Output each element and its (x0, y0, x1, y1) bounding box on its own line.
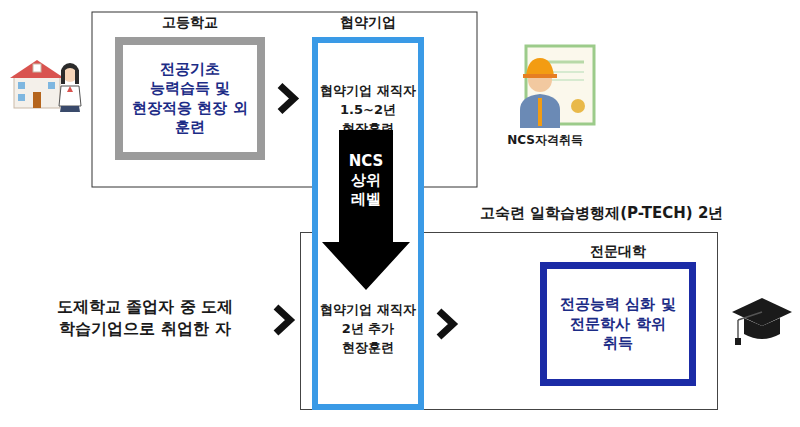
box-text: 전공능력 심화 및 전문학사 학위 취득 (547, 295, 689, 354)
company-box: 협약기업협약기업 재직자 1.5~2년 현장훈련협약기업 재직자 2년 추가 현… (312, 37, 424, 410)
entry-chevron (276, 307, 290, 333)
chevron-connector (439, 311, 453, 337)
box-text: 전공기초 능력습득 및 현장적응 현장 외 훈련 (123, 60, 257, 138)
school-box: 고등학교전공기초 능력습득 및 현장적응 현장 외 훈련 (115, 37, 265, 160)
worker-certificate-icon (520, 46, 594, 128)
box-text: 협약기업 재직자 2년 추가 현장훈련 (318, 301, 418, 358)
chevron-connector (280, 86, 294, 112)
box-heading: 협약기업 (288, 14, 448, 32)
college-box: 전문대학전공능력 심화 및 전문학사 학위 취득 (540, 262, 696, 386)
box-heading: 고숙련 일학습병행제(P-TECH) 2년 (480, 204, 723, 223)
box-heading: 고등학교 (93, 14, 287, 32)
box-heading: 전문대학 (517, 243, 719, 261)
level-up-arrow: NCS 상위 레벨 (322, 130, 410, 290)
certificate-label: NCS자격취득 (495, 132, 595, 149)
school-student-icon (10, 60, 81, 112)
box-text: NCS 상위 레벨 (341, 152, 391, 208)
graduate-note: 도제학교 졸업자 중 도제 학습기업으로 취업한 자 (25, 296, 265, 341)
graduation-cap-icon (732, 298, 792, 345)
